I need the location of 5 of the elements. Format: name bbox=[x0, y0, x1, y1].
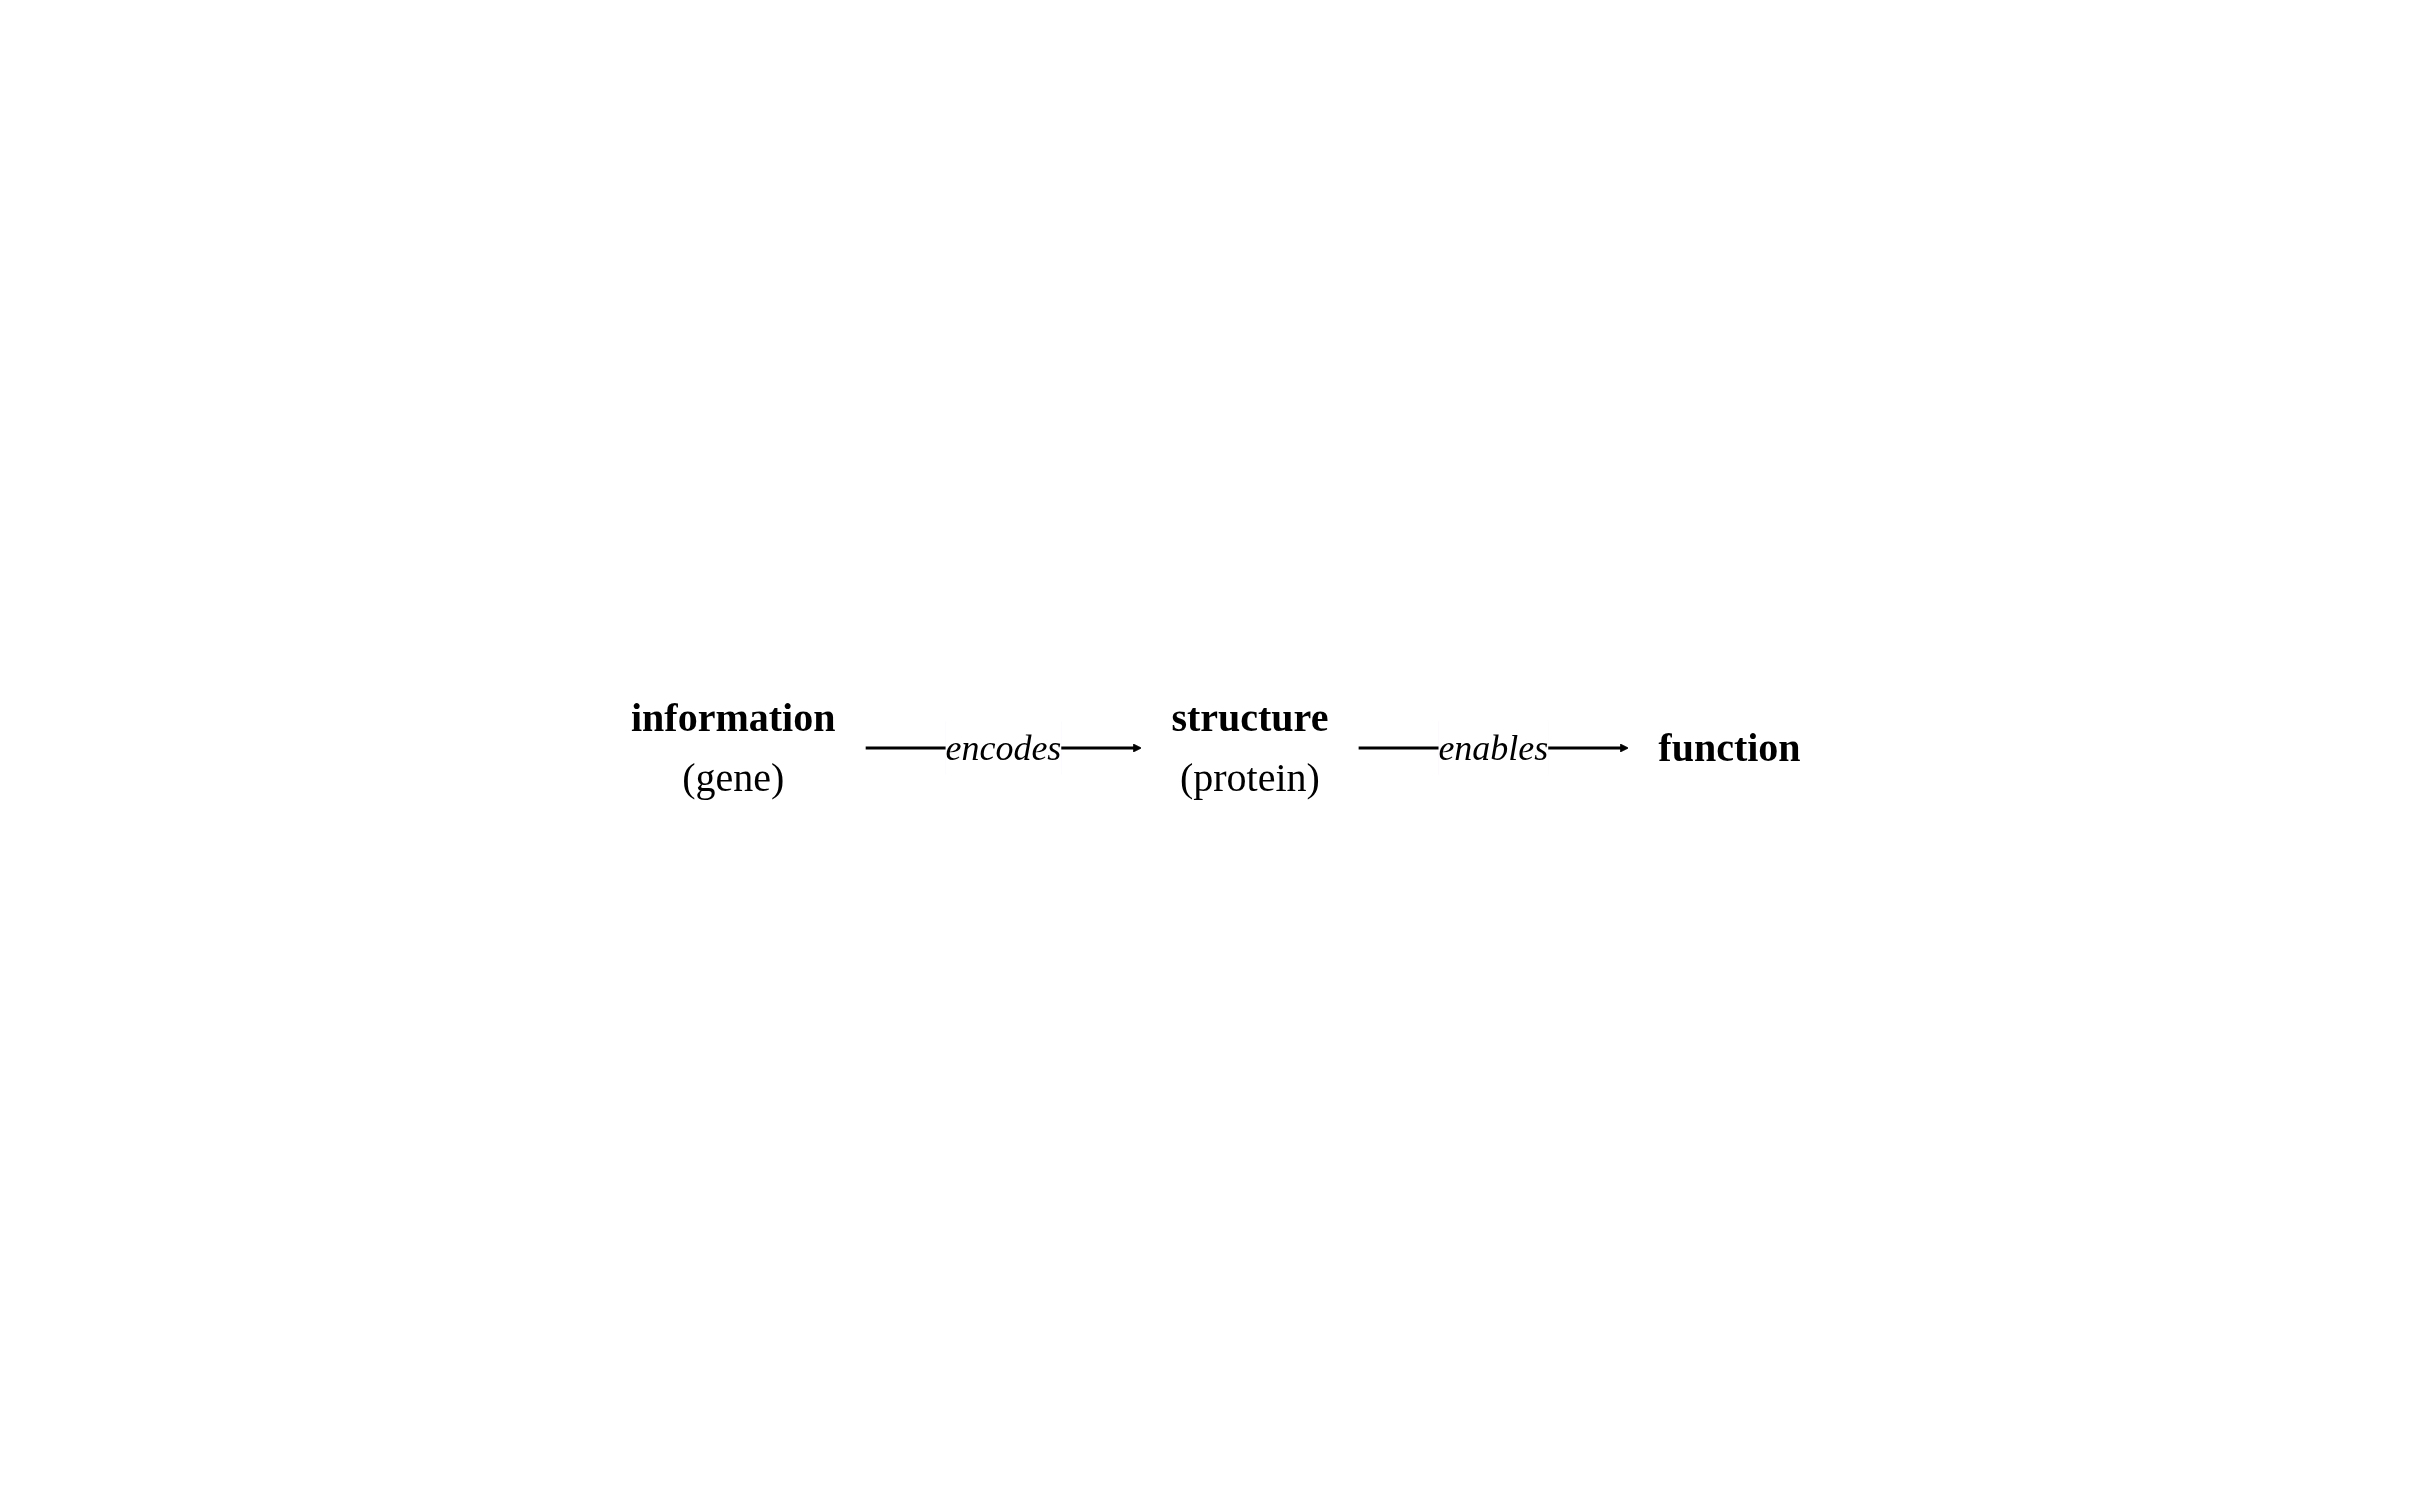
node-text: information (gene) bbox=[631, 695, 836, 800]
node-text: function bbox=[1658, 725, 1801, 770]
edge-label: enables bbox=[1438, 728, 1549, 768]
edge-label: encodes bbox=[945, 728, 1062, 768]
node-text: structure (protein) bbox=[1171, 695, 1329, 800]
